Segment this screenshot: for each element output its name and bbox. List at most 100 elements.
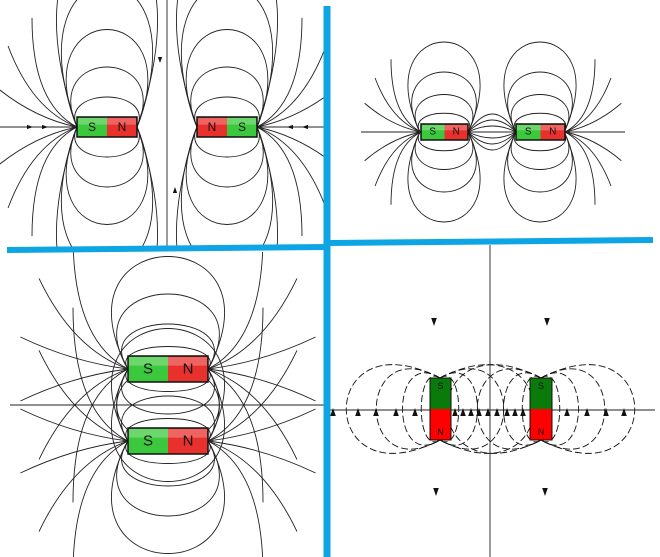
field-line: [116, 293, 220, 370]
field-line: [476, 368, 542, 450]
field-line: [439, 364, 535, 454]
field-line: [207, 440, 298, 532]
field-line: [185, 29, 269, 128]
pole-label: S: [238, 120, 246, 134]
pole-north: [107, 117, 137, 137]
pole-label: N: [549, 127, 556, 138]
field-line: [256, 47, 325, 128]
field-line: [190, 66, 264, 128]
field-line: [125, 418, 211, 442]
field-line: [20, 440, 129, 474]
field-line: [374, 77, 422, 133]
field-line: [31, 126, 78, 237]
field-line: [207, 336, 316, 370]
pole-label: S: [143, 433, 153, 450]
field-line: [38, 368, 129, 460]
field-line: [0, 126, 78, 165]
arrow-marker: [157, 57, 163, 63]
field-line: [111, 256, 225, 370]
pole-label: S: [538, 381, 544, 391]
field-line: [507, 131, 573, 193]
field-line: [60, 126, 154, 248]
field-line: [190, 126, 264, 188]
field-line: [375, 368, 441, 450]
field-line: [207, 368, 298, 460]
arrow-marker: [393, 408, 399, 416]
divider-horizontal-left: [6, 244, 328, 253]
field-line: [72, 252, 129, 370]
field-line: [564, 102, 622, 133]
field-line: [207, 440, 264, 557]
field-line: [256, 17, 303, 128]
field-line: [20, 336, 129, 370]
pole-label: S: [429, 127, 436, 138]
field-line: [510, 131, 570, 170]
field-line: [31, 17, 78, 128]
field-line: [467, 119, 517, 133]
pole-label: S: [143, 361, 153, 378]
field-line: [256, 96, 325, 128]
field-line: [38, 350, 129, 442]
field-line: [564, 77, 612, 133]
arrow-marker: [485, 408, 491, 416]
pole-label: N: [118, 120, 127, 134]
arrow-marker: [603, 408, 609, 416]
pole-label: N: [208, 120, 217, 134]
field-line: [420, 375, 441, 443]
field-line: [507, 71, 573, 133]
field-line: [414, 94, 474, 133]
field-line: [256, 126, 303, 237]
field-line: [407, 41, 481, 133]
field-line: [180, 0, 274, 128]
field-line: [503, 131, 577, 223]
field-line: [256, 126, 325, 207]
field-line: [38, 278, 129, 370]
field-line: [20, 368, 129, 402]
divider-horizontal-right: [329, 237, 654, 246]
pole-south: [516, 124, 541, 140]
field-line: [111, 368, 225, 482]
pole-north: [168, 356, 208, 382]
pole-label: N: [453, 127, 460, 138]
field-line: [411, 131, 477, 193]
arrow-marker: [512, 408, 518, 416]
field-line: [402, 372, 441, 446]
arrow-marker: [460, 408, 466, 416]
field-line: [7, 45, 78, 128]
field-line: [0, 89, 78, 128]
field-line: [72, 440, 129, 557]
arrow-marker: [544, 318, 550, 326]
field-line: [176, 0, 278, 128]
pole-label: N: [183, 433, 194, 450]
pole-south: [430, 378, 451, 409]
field-line: [7, 126, 78, 209]
arrow-marker: [504, 408, 510, 416]
field-line: [176, 126, 278, 248]
pole-south: [77, 117, 107, 137]
arrow-marker: [431, 318, 437, 326]
field-line: [564, 59, 596, 133]
arrow-marker: [42, 124, 48, 130]
arrow-marker: [330, 408, 336, 416]
field-line: [125, 440, 211, 464]
pole-north: [197, 117, 227, 137]
arrow-marker: [542, 488, 548, 496]
field-line: [521, 375, 542, 443]
arrow-marker: [287, 124, 293, 130]
field-line: [564, 131, 622, 162]
field-line: [60, 0, 154, 128]
field-line: [467, 131, 517, 139]
field-line: [446, 364, 542, 454]
field-line: [256, 126, 325, 158]
field-line: [207, 440, 316, 474]
field-line: [65, 29, 149, 128]
field-line: [207, 408, 316, 442]
pole-label: S: [88, 120, 96, 134]
magnet-4a: SN: [429, 377, 452, 441]
arrow-marker: [355, 408, 361, 416]
arrow-marker: [468, 408, 474, 416]
